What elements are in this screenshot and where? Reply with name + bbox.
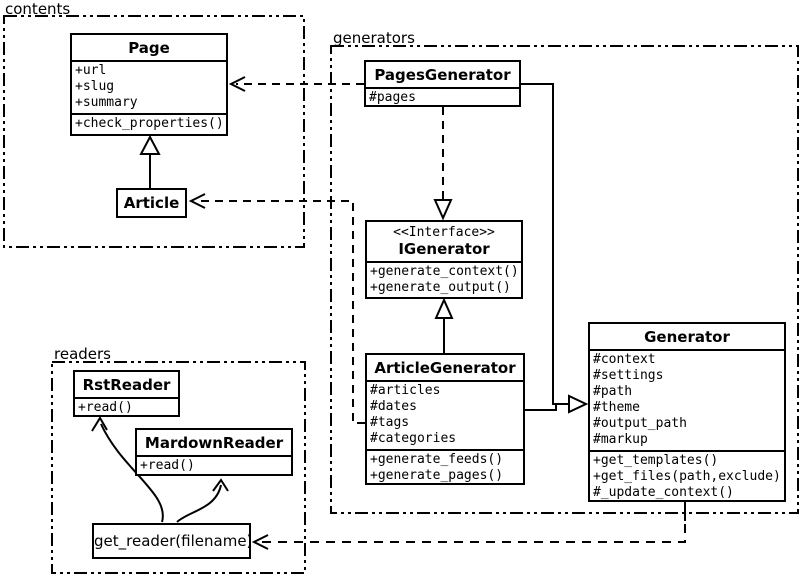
inheritance-articlegenerator-to-igenerator [434,297,454,353]
generators-package-border [330,45,799,514]
class-page-methods: +check_properties() [72,113,226,134]
function-get-reader: get_reader(filename) [92,523,253,559]
realization-pagesgenerator-to-igenerator [433,107,453,221]
method: +generate_feeds() [370,452,504,467]
class-article-title: Article [123,194,180,212]
attribute: #markup [593,432,648,447]
class-rstreader: RstReader +read() [73,370,180,417]
class-igenerator-header: <<Interface>> IGenerator [367,222,521,261]
class-articlegenerator-methods: +generate_feeds() +generate_pages() [367,449,523,486]
class-igenerator-title: IGenerator [398,240,490,258]
method: +generate_pages() [370,468,504,483]
class-rstreader-title: RstReader [82,376,171,394]
class-rstreader-methods: +read() [75,397,178,418]
dependency-pagesgenerator-to-page [228,76,364,92]
function-get-reader-label: get_reader(filename) [94,532,253,550]
attribute: #context [593,352,656,367]
inheritance-article-to-page [139,134,161,188]
class-generator-title: Generator [644,328,730,346]
method: +get_files(path,exclude) [593,469,781,484]
class-igenerator-methods: +generate_context() +generate_output() [367,261,521,298]
class-articlegenerator-attributes: #articles #dates #tags #categories [367,380,523,449]
arrow-getreader-to-rstreader [91,416,164,523]
class-articlegenerator: ArticleGenerator #articles #dates #tags … [365,353,525,485]
inheritance-generators-to-generator [520,83,589,414]
class-page-attributes: +url +slug +summary [72,60,226,113]
attribute: #dates [370,399,417,414]
contents-package-border [3,15,305,248]
class-igenerator: <<Interface>> IGenerator +generate_conte… [365,220,523,299]
method: +read() [140,458,195,473]
class-mardownreader-methods: +read() [137,455,291,476]
readers-package-label: readers [54,345,111,363]
class-generator-attributes: #context #settings #path #theme #output_… [590,349,784,450]
class-page: Page +url +slug +summary +check_properti… [70,33,228,136]
arrow-getreader-to-mardownreader [176,478,229,523]
attribute: +url [75,63,107,78]
class-igenerator-stereotype: <<Interface>> [393,225,495,240]
class-page-title: Page [128,39,170,57]
class-mardownreader: MardownReader +read() [135,428,293,476]
attribute: #settings [593,368,664,383]
attribute: +slug [75,79,115,94]
class-article: Article [116,188,187,218]
attribute: +summary [75,95,138,110]
class-articlegenerator-title: ArticleGenerator [374,359,516,377]
contents-package-label: contents [5,0,71,18]
attribute: #theme [593,400,640,415]
class-generator-methods: +get_templates() +get_files(path,exclude… [590,450,784,503]
attribute: #pages [369,90,416,105]
method: +check_properties() [75,116,224,131]
class-pagesgenerator-title: PagesGenerator [374,66,511,84]
class-generator: Generator #context #settings #path #them… [588,322,786,502]
readers-package-border [51,361,306,574]
attribute: #categories [370,431,457,446]
class-pagesgenerator-attributes: #pages [366,87,519,108]
method: +generate_context() [370,264,519,279]
generators-package-label: generators [333,29,415,47]
attribute: #articles [370,383,441,398]
dependency-generator-to-getreader [251,502,686,550]
dependency-articlegenerator-to-article [188,193,365,424]
class-pagesgenerator: PagesGenerator #pages [364,60,521,107]
method: +get_templates() [593,453,719,468]
method: +read() [78,400,133,415]
class-mardownreader-title: MardownReader [144,434,284,452]
attribute: #output_path [593,416,687,431]
method: #_update_context() [593,485,734,500]
attribute: #path [593,384,633,399]
method: +generate_output() [370,280,511,295]
attribute: #tags [370,415,410,430]
